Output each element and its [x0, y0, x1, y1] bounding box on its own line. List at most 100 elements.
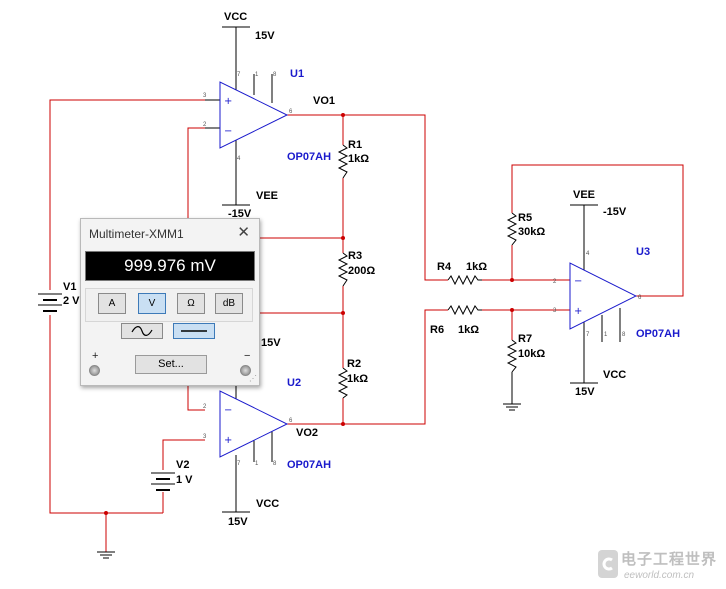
resistor-value-label: 1kΩ	[458, 324, 479, 336]
pin-number: 6	[638, 295, 642, 301]
resistor-ref-label: R3	[348, 250, 362, 262]
pin-number: 1	[604, 332, 608, 338]
source-ref-label: V1	[63, 281, 76, 293]
vee-label: VEE	[256, 190, 278, 202]
rail-label: 15V	[255, 30, 275, 42]
rail-label: -15V	[603, 206, 627, 218]
opamp-u3: − +	[569, 262, 638, 330]
pin-number: 3	[203, 93, 207, 99]
pin-number: 3	[203, 434, 207, 440]
resistor-value-label: 1kΩ	[466, 261, 487, 273]
resistor-r1	[337, 144, 349, 179]
ground-symbol	[503, 403, 521, 411]
resistor-value-label: 1kΩ	[347, 373, 368, 385]
rail-label: 15V	[228, 516, 248, 528]
multimeter-title: Multimeter-XMM1	[89, 227, 184, 241]
net-label-vo2: VO2	[296, 427, 318, 439]
resistor-r2	[337, 367, 349, 399]
svg-text:+: +	[574, 306, 582, 317]
svg-text:−: −	[574, 276, 582, 287]
dc-line-icon	[181, 330, 207, 332]
svg-text:−: −	[224, 126, 232, 137]
resistor-r3	[337, 252, 349, 287]
resistor-ref-label: R4	[437, 261, 452, 273]
watermark-chinese-text: 电子工程世界	[621, 550, 718, 568]
pin-number: 6	[289, 109, 293, 115]
opamp-model-label: OP07AH	[287, 151, 331, 163]
watermark: 电子工程世界 eeworld.com.cn	[596, 546, 724, 586]
pin-number: 6	[289, 418, 293, 424]
rail-label: -15V	[228, 208, 252, 220]
resistor-r6	[447, 304, 482, 316]
resize-grip-icon[interactable]: ⋰	[249, 374, 257, 383]
vcc-label: VCC	[224, 11, 247, 23]
resistor-r5	[506, 212, 518, 246]
mode-button-volt[interactable]: V	[138, 293, 166, 314]
rail-label: 15V	[261, 337, 281, 349]
opamp-u2: − +	[219, 390, 289, 458]
resistor-value-label: 200Ω	[348, 265, 375, 277]
resistor-ref-label: R1	[348, 139, 362, 151]
resistor-value-label: 10kΩ	[518, 348, 545, 360]
pin-number: 4	[237, 156, 241, 162]
positive-terminal-label: +	[92, 350, 99, 362]
junctions	[104, 113, 514, 515]
opamp-ref-label: U2	[287, 377, 301, 389]
opamp-model-label: OP07AH	[287, 459, 331, 471]
pin-number: 8	[273, 72, 277, 78]
pin-number: 8	[622, 332, 626, 338]
battery-v2	[151, 472, 175, 491]
positive-terminal[interactable]	[89, 365, 100, 376]
pin-number: 7	[237, 461, 241, 467]
pin-number: 2	[203, 404, 207, 410]
close-icon[interactable]: ✕	[237, 224, 250, 241]
resistor-ref-label: R6	[430, 324, 444, 336]
negative-terminal-label: −	[244, 350, 251, 362]
rail-label: 15V	[575, 386, 595, 398]
svg-text:+: +	[224, 96, 232, 107]
opamp-ref-label: U3	[636, 246, 650, 258]
source-ref-label: V2	[176, 459, 189, 471]
pin-number: 1	[255, 72, 259, 78]
multimeter-display: 999.976 mV	[85, 251, 255, 281]
pin-number: 1	[255, 461, 259, 467]
resistor-value-label: 30kΩ	[518, 226, 545, 238]
dc-button[interactable]	[173, 323, 215, 339]
mode-button-db[interactable]: dB	[215, 293, 243, 314]
e-logo-icon	[598, 550, 618, 578]
ac-button[interactable]	[121, 323, 163, 339]
set-button[interactable]: Set...	[135, 355, 207, 374]
pin-number: 3	[553, 308, 557, 314]
multimeter-panel: Multimeter-XMM1 ✕ 999.976 mV A V Ω dB + …	[80, 218, 260, 386]
pin-number: 2	[553, 279, 557, 285]
vcc-label: VCC	[603, 369, 626, 381]
resistor-value-label: 1kΩ	[348, 153, 369, 165]
svg-text:+: +	[224, 435, 232, 446]
vee-label: VEE	[573, 189, 595, 201]
resistor-ref-label: R7	[518, 333, 532, 345]
resistor-ref-label: R2	[347, 358, 361, 370]
resistor-ref-label: R5	[518, 212, 532, 224]
mode-button-group: A V Ω dB	[85, 288, 253, 322]
svg-text:−: −	[224, 405, 232, 416]
mode-button-ampere[interactable]: A	[98, 293, 126, 314]
sine-wave-icon	[131, 326, 153, 336]
opamp-u1: + −	[205, 81, 289, 149]
pin-number: 7	[237, 72, 241, 78]
signal-type-group	[117, 322, 223, 344]
pin-number: 7	[586, 332, 590, 338]
net-label-vo1: VO1	[313, 95, 335, 107]
negative-terminal[interactable]	[240, 365, 251, 376]
pin-number: 4	[586, 251, 590, 257]
opamp-model-label: OP07AH	[636, 328, 680, 340]
pin-number: 8	[273, 461, 277, 467]
watermark-url-text: eeworld.com.cn	[624, 570, 695, 581]
resistor-r7	[506, 339, 518, 373]
pin-number: 2	[203, 122, 207, 128]
mode-button-ohm[interactable]: Ω	[177, 293, 205, 314]
source-value-label: 2 V	[63, 295, 80, 307]
ground-symbol	[97, 551, 115, 559]
power-wires	[222, 26, 621, 513]
vcc-label: VCC	[256, 498, 279, 510]
